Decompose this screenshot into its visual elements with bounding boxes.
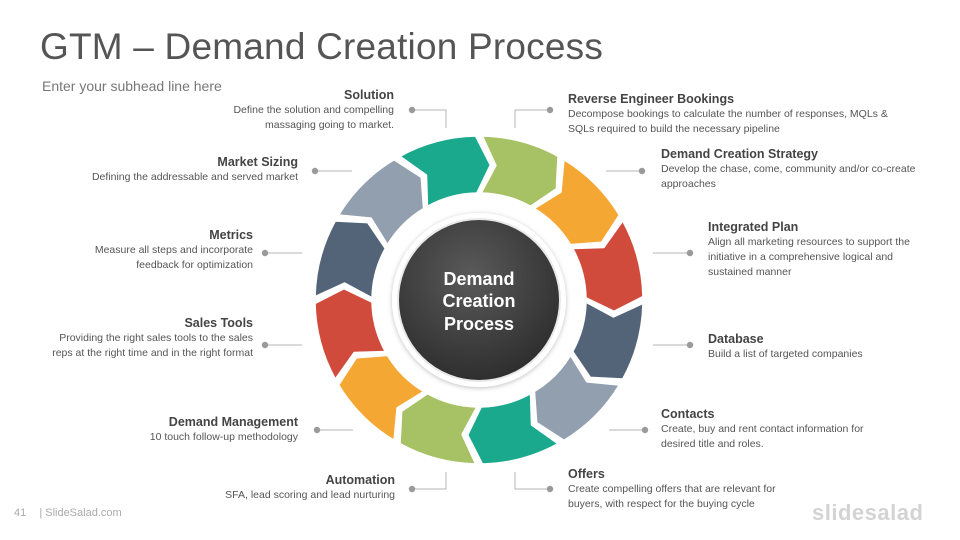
step-demand-creation-strategy: Demand Creation Strategy Develop the cha… xyxy=(661,146,946,192)
wheel-segment-solution xyxy=(399,135,492,207)
hub-label-line-2: Creation xyxy=(442,291,515,311)
page-number: 41 xyxy=(14,507,27,519)
connector-line-solution xyxy=(412,109,447,128)
step-metrics: Metrics Measure all steps and incorporat… xyxy=(78,227,253,273)
wheel-segment-sales-tools xyxy=(314,287,386,380)
hub-label-line-1: Demand xyxy=(443,269,514,289)
step-title: Contacts xyxy=(661,407,715,421)
connector-lines xyxy=(261,106,694,493)
step-description: SFA, lead scoring and lead nurturing xyxy=(225,489,395,501)
connector-line-automation xyxy=(412,472,447,490)
connector-dot-offers xyxy=(546,485,554,493)
step-description: Align all marketing resources to support… xyxy=(708,236,910,278)
step-description: 10 touch follow-up methodology xyxy=(149,431,298,443)
step-description: Develop the chase, come, community and/o… xyxy=(661,163,916,190)
connector-dot-integrated-plan xyxy=(686,249,694,257)
step-title: Integrated Plan xyxy=(708,220,799,234)
step-description: Create, buy and rent contact information… xyxy=(661,423,864,450)
connector-dot-solution xyxy=(408,106,416,114)
page-title: GTM – Demand Creation Process xyxy=(40,26,604,67)
step-offers: Offers Create compelling offers that are… xyxy=(568,466,803,512)
step-title: Automation xyxy=(325,473,395,487)
step-contacts: Contacts Create, buy and rent contact in… xyxy=(661,406,891,452)
step-title: Metrics xyxy=(209,228,253,242)
step-sales-tools: Sales Tools Providing the right sales to… xyxy=(44,315,253,361)
step-description: Build a list of targeted companies xyxy=(708,348,863,360)
step-description: Decompose bookings to calculate the numb… xyxy=(568,108,888,135)
connector-dot-market-sizing xyxy=(311,167,319,175)
step-description: Providing the right sales tools to the s… xyxy=(52,332,253,359)
slidesalad-logo: slidesalad xyxy=(812,500,924,525)
footer-brand: | SlideSalad.com xyxy=(39,507,122,519)
step-market-sizing: Market Sizing Defining the addressable a… xyxy=(68,154,298,185)
step-reverse-engineer-bookings: Reverse Engineer Bookings Decompose book… xyxy=(568,91,913,137)
step-title: Database xyxy=(708,332,764,346)
step-title: Offers xyxy=(568,467,605,481)
wheel-segment-database xyxy=(572,301,644,380)
step-title: Reverse Engineer Bookings xyxy=(568,92,735,106)
page-subhead: Enter your subhead line here xyxy=(42,78,222,94)
step-description: Defining the addressable and served mark… xyxy=(91,171,298,183)
hub-label-line-3: Process xyxy=(444,314,514,334)
step-title: Demand Creation Strategy xyxy=(661,147,818,161)
connector-line-reverse-engineer-bookings xyxy=(514,109,550,128)
step-description: Define the solution and compelling massa… xyxy=(233,104,394,131)
connector-dot-demand-management xyxy=(313,426,321,434)
wheel-segment-contacts xyxy=(533,354,621,442)
step-integrated-plan: Integrated Plan Align all marketing reso… xyxy=(708,219,923,280)
step-description: Measure all steps and incorporate feedba… xyxy=(94,244,253,271)
step-title: Market Sizing xyxy=(217,155,298,169)
step-description: Create compelling offers that are releva… xyxy=(568,483,776,510)
wheel-segment-integrated-plan xyxy=(572,220,644,313)
hub-circle xyxy=(397,218,561,382)
step-automation: Automation SFA, lead scoring and lead nu… xyxy=(195,472,395,503)
wheel-segment-offers xyxy=(466,393,559,465)
connector-dot-automation xyxy=(408,485,416,493)
footer: 41 | SlideSalad.com xyxy=(14,507,122,519)
wheel-segment-demand-creation-strategy xyxy=(533,158,621,246)
step-solution: Solution Define the solution and compell… xyxy=(194,87,394,133)
wheel-segment-metrics xyxy=(314,220,386,299)
step-demand-management: Demand Management 10 touch follow-up met… xyxy=(118,414,298,445)
connector-line-offers xyxy=(514,472,550,490)
connector-dot-demand-creation-strategy xyxy=(638,167,646,175)
step-title: Solution xyxy=(344,88,394,102)
wheel-segments xyxy=(314,135,644,465)
step-title: Demand Management xyxy=(168,415,298,429)
connector-dot-metrics xyxy=(261,249,269,257)
wheel-segment-reverse-engineer-bookings xyxy=(480,135,559,207)
wheel-segment-automation xyxy=(399,393,478,465)
connector-dot-sales-tools xyxy=(261,341,269,349)
connector-dot-contacts xyxy=(641,426,649,434)
step-title: Sales Tools xyxy=(184,316,253,330)
step-database: Database Build a list of targeted compan… xyxy=(708,331,923,362)
connector-dot-reverse-engineer-bookings xyxy=(546,106,554,114)
wheel-segment-demand-management xyxy=(337,354,425,442)
connector-dot-database xyxy=(686,341,694,349)
wheel-segment-market-sizing xyxy=(337,158,425,246)
